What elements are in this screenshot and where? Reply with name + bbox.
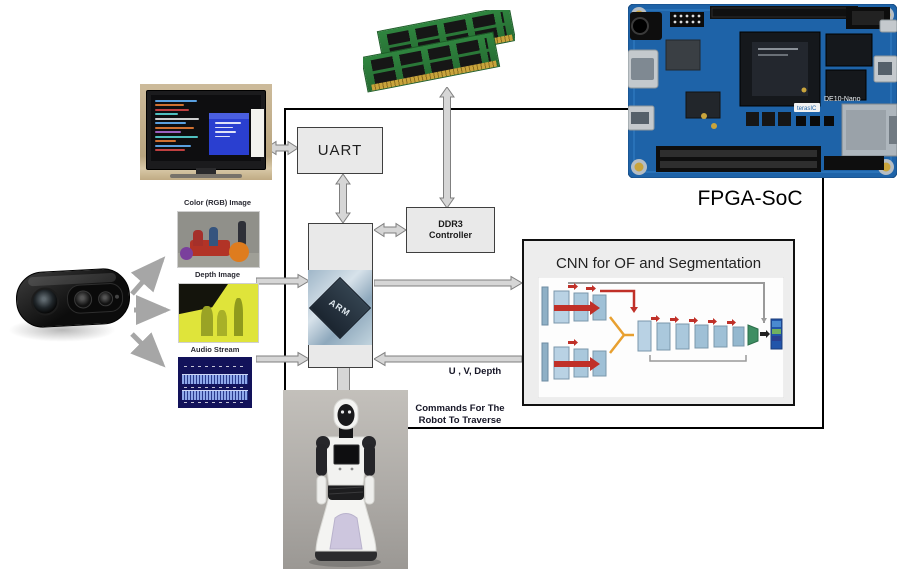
robot-face: [337, 404, 355, 426]
cnn-architecture-image: [538, 277, 784, 398]
monitor-bezel: [146, 90, 266, 170]
cnn-refinement-chain: [637, 315, 745, 352]
waveform-band-1: [182, 374, 248, 384]
power-jack: [630, 12, 662, 40]
robot-image: [283, 390, 408, 569]
gpio-header-bottom: [656, 146, 821, 172]
arm-processor-box: ARM: [308, 223, 373, 368]
robot-forearm-right: [364, 475, 375, 505]
ddr3-controller-box: DDR3 Controller: [406, 207, 495, 253]
uv-depth-label: U , V, Depth: [448, 366, 502, 377]
monitor-stand: [196, 168, 216, 175]
arrow-monitor-uart: [266, 140, 298, 156]
robot-figure: [315, 398, 377, 561]
robot-front-panel: [329, 513, 363, 550]
arrow-cnn-arm-uv-depth: [374, 351, 522, 367]
cnn-title: CNN for OF and Segmentation: [555, 255, 762, 272]
arm-chip-image: ARM: [308, 270, 372, 345]
robot-commands-label: Commands For The Robot To Traverse: [405, 403, 515, 426]
fpga-board-image: terasIC DE10-Nano: [628, 4, 897, 178]
camera-left-lens: [30, 286, 60, 317]
white-panel: [251, 109, 264, 157]
monitor-base: [170, 174, 242, 178]
fpga-caption: FPGA-SoC: [697, 187, 803, 210]
robot-neck: [339, 427, 353, 438]
monitor-screen: [151, 95, 264, 161]
camera-output-arrows: [130, 256, 171, 368]
cnn-input-top: [541, 283, 607, 326]
camera-body: [14, 267, 132, 329]
robot-commands-line1: Commands For The: [415, 403, 505, 414]
uart-label: UART: [317, 142, 363, 159]
arrow-image-to-arm-upper: [256, 273, 309, 289]
depth-image-caption: Depth Image: [194, 270, 240, 279]
ram-modules-image: [363, 10, 515, 108]
robot-upper-arm-right: [364, 444, 375, 476]
audio-stream-image: [178, 357, 252, 408]
sdram-chip-1: [825, 33, 873, 67]
uart-box: UART: [297, 127, 383, 174]
arm-chip-label: ARM: [327, 296, 353, 319]
color-image-caption: Color (RGB) Image: [183, 198, 252, 207]
connector-arm-robot: [337, 368, 350, 392]
robot-waist: [328, 483, 364, 500]
ddr3-label-line1: DDR3: [438, 219, 463, 229]
micro-usb-right: [879, 19, 897, 33]
robot-chest-screen: [333, 444, 360, 465]
blue-dialog-window: [209, 113, 249, 155]
arrow-ram-ddr3: [439, 87, 455, 208]
camera-sensor-module: [66, 282, 124, 315]
sdram-chip-2: [825, 69, 867, 101]
depth-image: [178, 283, 259, 343]
board-model-label: DE10-Nano: [824, 96, 861, 103]
color-rgb-image: [177, 211, 260, 268]
fpga-robot-connection-loop: [284, 108, 824, 429]
robot-commands-line2: Robot To Traverse: [418, 414, 502, 426]
robot-forearm-left: [316, 475, 327, 505]
cnn-input-bottom: [541, 339, 607, 382]
svg-text:terasIC: terasIC: [797, 106, 817, 112]
terminal-code-area: [153, 97, 205, 159]
arrow-camera-audio: [130, 332, 166, 368]
ddr3-label-line2: Controller: [428, 230, 472, 240]
arrow-uart-arm: [335, 174, 351, 223]
arrow-arm-ddr3: [374, 222, 406, 238]
pin-header-dots: [670, 12, 704, 27]
arm-chip-die: ARM: [308, 276, 372, 339]
audio-stream-caption: Audio Stream: [190, 345, 240, 354]
arrow-image-to-arm-lower: [256, 351, 309, 367]
cnn-box: CNN for OF and Segmentation: [522, 239, 795, 406]
arrow-arm-cnn: [374, 275, 522, 291]
cnn-merge-junction: [609, 316, 634, 354]
monitor-image: [140, 84, 272, 180]
robot-upper-arm-left: [316, 444, 327, 476]
push-buttons: [796, 116, 834, 126]
qfp-chip: [665, 39, 701, 71]
arrow-camera-color: [130, 256, 166, 296]
depth-camera-image: [8, 262, 140, 348]
waveform-band-2: [182, 390, 248, 400]
gpio-header-top: [710, 6, 858, 19]
